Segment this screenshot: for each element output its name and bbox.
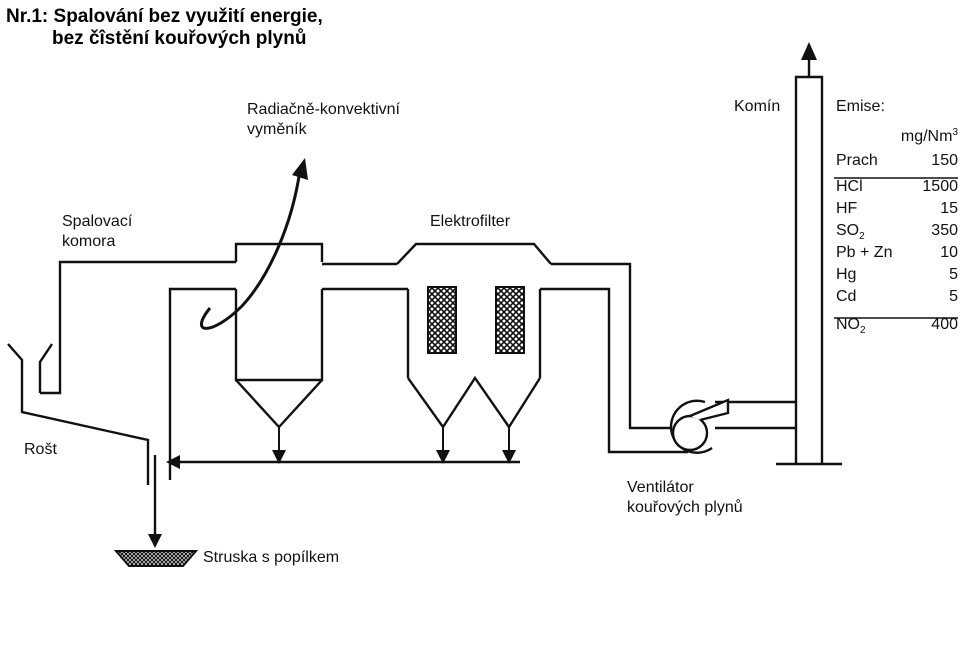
ash-arrow-3: [502, 450, 516, 464]
emission-name: SO2: [836, 222, 865, 242]
emission-name: HF: [836, 200, 858, 217]
emission-name: Prach: [836, 152, 878, 169]
emission-value: 5: [949, 266, 958, 283]
emission-value: 10: [940, 244, 958, 261]
fan-icon: [669, 398, 730, 454]
exchanger-label-2: vyměník: [247, 121, 307, 138]
slag-tray: [113, 550, 199, 567]
electrofilter-body: [406, 289, 542, 430]
electrofilter-label: Elektrofilter: [430, 213, 511, 230]
emissions-unit: mg/Nm3: [900, 127, 958, 145]
slag-label: Struska s popílkem: [203, 549, 340, 566]
feed-hopper-right: [38, 343, 53, 393]
emissions-table: Emise: mg/Nm3 Prach 150 HCl 1500 HF 15 SO2 3…: [836, 96, 958, 336]
emission-value: 1500: [922, 178, 958, 195]
emission-row: Cd 5: [836, 286, 958, 308]
ash-arrow-2: [436, 450, 450, 464]
emission-name: Pb + Zn: [836, 244, 893, 261]
emission-name: HCl: [836, 178, 863, 195]
emission-name: Cd: [836, 288, 857, 305]
emission-row: Prach 150: [836, 150, 958, 172]
electrode-plate-2: [495, 286, 525, 354]
fan-label-1: Ventilátor: [627, 479, 694, 496]
emission-value: 150: [931, 152, 958, 169]
emissions-title: Emise:: [836, 98, 885, 115]
exchanger-hopper: [235, 379, 323, 429]
electrofilter-outlet-top: [551, 262, 680, 430]
heat-exchanger: [234, 242, 324, 382]
fan-label-2: kouřových plynů: [627, 499, 743, 516]
diagram-title-line-2: bez čîstění kouřových plynů: [52, 28, 307, 49]
emission-row: NO2 400: [836, 314, 958, 336]
chimney-label: Komín: [734, 98, 781, 115]
title-prefix: Nr.1:: [6, 6, 49, 27]
title-line-1: Spalování bez využití energie,: [53, 6, 323, 27]
electrofilter-outlet: [540, 287, 688, 454]
exchanger-flow-arrow: [199, 169, 302, 330]
emission-name: NO2: [836, 316, 866, 336]
emission-value: 15: [940, 200, 958, 217]
emission-value: 400: [931, 316, 958, 333]
exchanger-label-1: Radiačně-konvektivní: [247, 101, 400, 118]
emission-row: Pb + Zn 10: [836, 242, 958, 264]
electrofilter-housing: [396, 242, 552, 265]
slag-arrow: [148, 534, 162, 548]
ash-return-arrow: [166, 455, 180, 469]
ash-arrow-1: [272, 450, 286, 464]
emission-row: Hg 5: [836, 264, 958, 286]
emission-row: SO2 350: [836, 220, 958, 242]
emission-row: HF 15: [836, 198, 958, 220]
emission-name: Hg: [836, 266, 857, 283]
chimney: [794, 75, 824, 464]
chimney-exit-arrow: [801, 42, 817, 60]
feed-hopper: [7, 343, 150, 485]
emission-row: HCl 1500: [836, 176, 958, 198]
emission-value: 5: [949, 288, 958, 305]
grate-label: Rošt: [24, 441, 57, 458]
exchanger-flow-arrowhead: [292, 158, 308, 180]
chamber-label-2: komora: [62, 233, 116, 250]
emission-value: 350: [931, 222, 958, 239]
chamber-label-1: Spalovací: [62, 213, 133, 230]
diagram-title: Nr.1: Spalování bez využití energie,: [6, 6, 323, 28]
electrode-plate-1: [427, 286, 457, 354]
combustion-chamber-wall: [40, 260, 236, 395]
combustion-chamber-inner: [168, 287, 236, 480]
